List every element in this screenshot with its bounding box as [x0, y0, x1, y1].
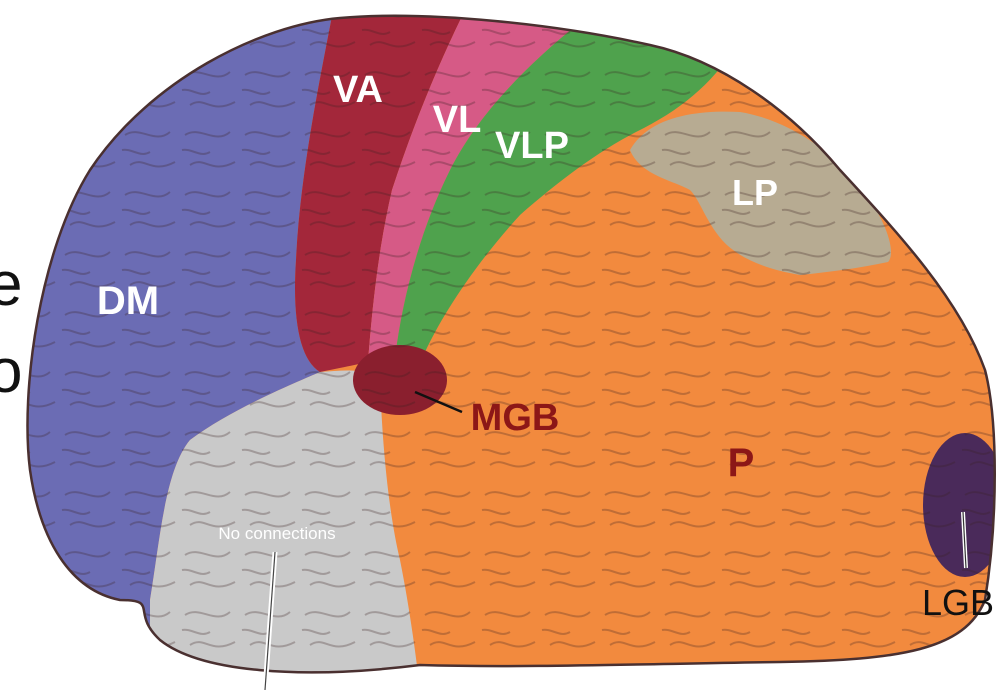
label-mgb: MGB [471, 397, 560, 439]
side-text-line1: e [0, 250, 22, 319]
label-lp: LP [732, 172, 778, 213]
label-dm: DM [97, 279, 159, 323]
label-no-connections: No connections [218, 524, 335, 543]
label-p: P [728, 441, 755, 485]
label-vl: VL [433, 99, 482, 141]
label-va: VA [333, 69, 383, 111]
label-lgb: LGB [922, 582, 994, 623]
label-vlp: VLP [495, 125, 569, 167]
side-text-line2: o [0, 337, 22, 406]
